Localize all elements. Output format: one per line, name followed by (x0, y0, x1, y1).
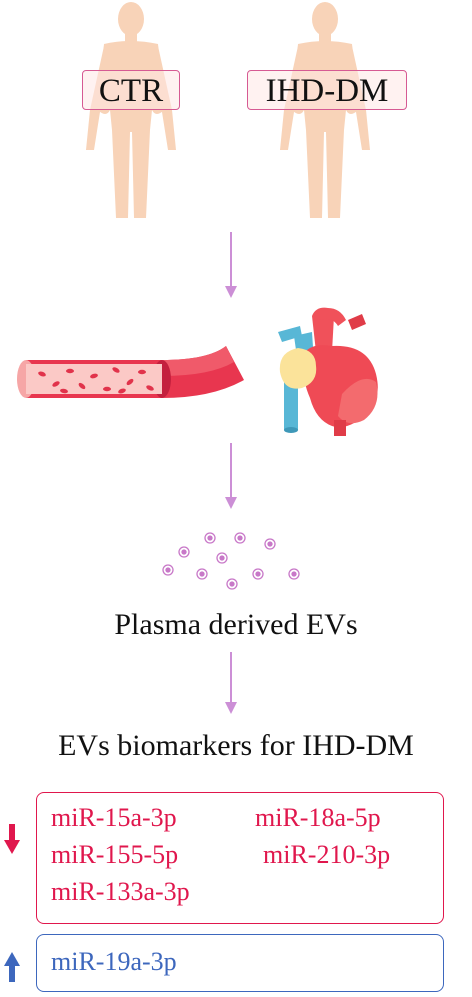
flow-arrow-down (225, 443, 237, 509)
biomarkers-caption: EVs biomarkers for IHD-DM (58, 729, 414, 762)
group-label-ihd-dm: IHD-DM (247, 70, 407, 110)
extracellular-vesicles-icon (162, 532, 300, 590)
mirna-label: miR-15a-3p (51, 803, 177, 832)
human-silhouette-icon-ihd-dm (280, 2, 370, 218)
flow-arrow-down (225, 232, 237, 298)
mirna-label: miR-19a-3p (51, 947, 177, 976)
down-arrow-icon (4, 824, 20, 854)
group-label-ctr: CTR (82, 70, 180, 110)
flow-arrow-down (225, 652, 237, 714)
downregulated-mirna-box: miR-15a-3p miR-18a-5p miR-155-5p miR-210… (36, 792, 444, 924)
mirna-label: miR-155-5p (51, 840, 179, 869)
mirna-label: miR-210-3p (263, 840, 391, 869)
mirna-label: miR-18a-5p (255, 803, 381, 832)
heart-icon (278, 307, 378, 436)
upregulated-mirna-box: miR-19a-3p (36, 934, 444, 992)
blood-vessel-icon (17, 346, 244, 398)
up-arrow-icon (4, 952, 20, 982)
plasma-evs-caption: Plasma derived EVs (114, 608, 358, 641)
mirna-label: miR-133a-3p (51, 877, 190, 906)
human-silhouette-icon-ctr (86, 2, 176, 218)
